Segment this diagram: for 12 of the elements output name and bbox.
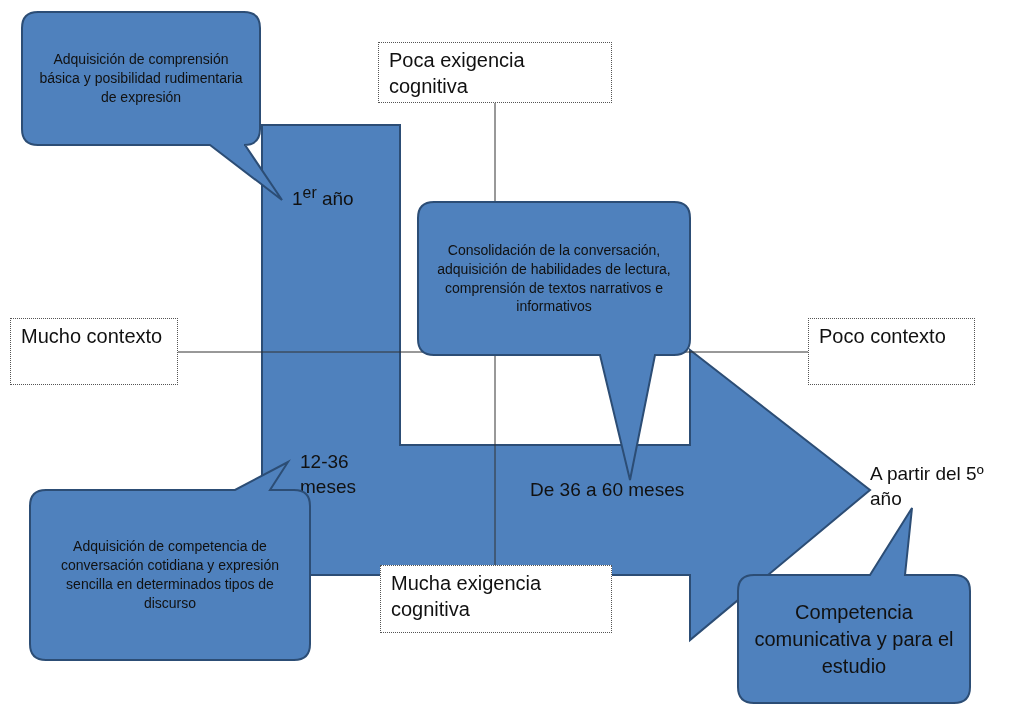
callout-text: Adquisición de competencia de conversación cotidiana y expresión sencilla en determinados tipos de discurso [60, 537, 280, 613]
stage-label: De 36 a 60 meses [530, 478, 685, 502]
axis-label-box: Mucha exigencia cognitiva [380, 565, 612, 633]
stage-label: A partir del 5º año [870, 462, 985, 511]
axis-label-box: Poco contexto [808, 318, 975, 385]
axis-label-box: Poca exigencia cognitiva [378, 42, 612, 103]
stage-label: 12-36 meses [300, 450, 357, 499]
callout-text: Competencia comunicativa y para el estudio [753, 599, 955, 679]
stage-label: 1$^{er}$ año [292, 183, 354, 212]
axis-label-box: Mucho contexto [10, 318, 178, 385]
callout-text: Adquisición de comprensión básica y posibilidad rudimentaria de expresión [38, 50, 244, 107]
callout-text: Consolidación de la conversación, adquisición de habilidades de lectura, comprensión de textos narrativos e informativos [436, 240, 672, 317]
